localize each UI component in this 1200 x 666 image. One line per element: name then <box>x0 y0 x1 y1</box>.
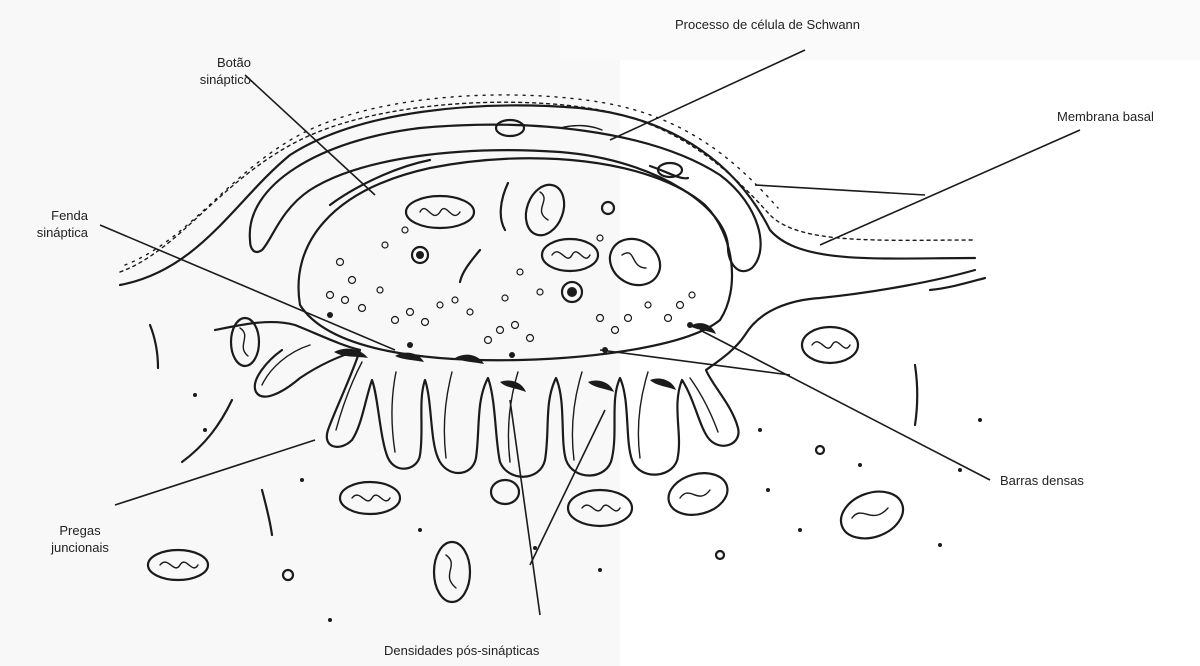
label-synaptic-bouton: Botão sináptico <box>175 54 251 88</box>
label-dense-bars: Barras densas <box>1000 472 1084 489</box>
label-synaptic-cleft-line1: Fenda <box>18 207 88 224</box>
label-basal-membrane: Membrana basal <box>1057 108 1154 125</box>
label-synaptic-cleft: Fenda sináptica <box>18 207 88 241</box>
label-junctional-folds: Pregas juncionais <box>30 522 130 556</box>
label-schwann-process: Processo de célula de Schwann <box>675 16 860 33</box>
label-postsynaptic-densities: Densidades pós-sinápticas <box>384 642 539 659</box>
label-synaptic-cleft-line2: sináptica <box>18 224 88 241</box>
label-junctional-folds-line1: Pregas <box>30 522 130 539</box>
label-junctional-folds-line2: juncionais <box>30 539 130 556</box>
label-synaptic-bouton-line1: Botão <box>175 54 251 71</box>
label-synaptic-bouton-line2: sináptico <box>175 71 251 88</box>
